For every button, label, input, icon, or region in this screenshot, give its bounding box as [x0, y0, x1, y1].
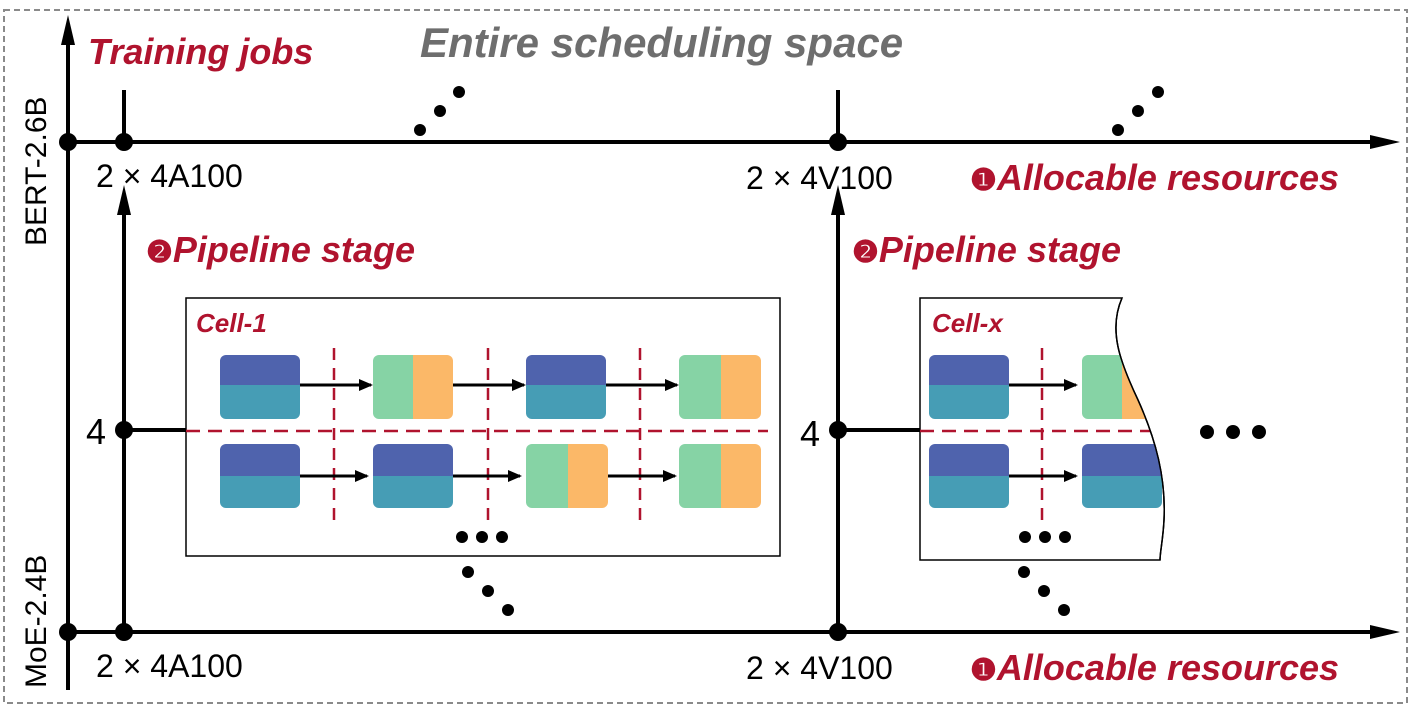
marker-2-icon: ❷	[146, 236, 173, 269]
stage-tick-right: 4	[800, 413, 821, 454]
marker-1-icon: ❶	[970, 654, 997, 687]
pipeline-stage-text: Pipeline stage	[172, 229, 415, 270]
diagram-title: Entire scheduling space	[420, 19, 904, 66]
block-dual-green-orange	[679, 355, 761, 419]
dot-a100-bottom	[115, 623, 133, 641]
marker-1-icon: ❶	[970, 164, 997, 197]
resource-label-v100-top: 2 × 4V100	[746, 160, 893, 196]
resource-label-a100-bottom: 2 × 4A100	[96, 648, 243, 684]
block-dual-green-orange	[373, 355, 453, 419]
allocable-resources-text: Allocable resources	[996, 647, 1340, 688]
block-dual-blue	[373, 444, 453, 508]
diagonal-dots-top-left	[414, 86, 465, 136]
y-axis-label: Training jobs	[88, 31, 314, 72]
dot-v100-top	[829, 133, 847, 151]
allocable-resources-text: Allocable resources	[996, 157, 1340, 198]
block-dual-green-orange	[526, 444, 608, 508]
job-label-bottom: MoE-2.4B	[20, 554, 53, 688]
block-dual-blue	[1082, 444, 1162, 508]
block-dual-blue	[929, 355, 1009, 419]
block-dual-blue	[929, 444, 1009, 508]
pipeline-stage-label-right: ❷Pipeline stage	[852, 232, 1121, 268]
dot-v100-bottom	[829, 623, 847, 641]
block-dual-blue	[220, 444, 300, 508]
cell-1-label: Cell-1	[196, 308, 267, 338]
dot-origin-bottom	[59, 623, 77, 641]
dot-stage4-left	[115, 421, 133, 439]
ellipsis-dots-cell-1	[456, 531, 508, 543]
cell-1	[185, 297, 781, 557]
stage-tick-left: 4	[86, 411, 107, 452]
pipeline-stage-label-left: ❷Pipeline stage	[146, 232, 415, 268]
job-label-top: BERT-2.6B	[20, 96, 53, 246]
diagonal-dots-bottom-left	[462, 566, 514, 616]
diagonal-dots-top-right	[1112, 86, 1164, 136]
dot-origin-top	[59, 133, 77, 151]
block-dual-blue	[220, 355, 300, 419]
block-dual-blue	[526, 355, 606, 419]
ellipsis-dots-cell-x	[1019, 531, 1071, 543]
ellipsis-dots-more-cells	[1200, 425, 1266, 439]
cell-x-label: Cell-x	[932, 308, 1003, 338]
marker-2-icon: ❷	[852, 236, 879, 269]
block-dual-green-orange	[679, 444, 761, 508]
dot-a100-top	[115, 133, 133, 151]
pipeline-stage-text: Pipeline stage	[878, 229, 1121, 270]
cell-1-frame	[185, 297, 781, 557]
cell-x-torn-edge	[1115, 297, 1166, 561]
allocable-resources-label-top: ❶Allocable resources	[970, 160, 1339, 196]
resource-label-a100-top: 2 × 4A100	[96, 158, 243, 194]
block-dual-green-orange	[1082, 355, 1162, 419]
diagonal-dots-bottom-right	[1018, 566, 1070, 616]
dot-stage4-right	[829, 421, 847, 439]
outer-frame	[3, 9, 1408, 704]
resource-label-v100-bottom: 2 × 4V100	[746, 650, 893, 686]
allocable-resources-label-bottom: ❶Allocable resources	[970, 650, 1339, 686]
